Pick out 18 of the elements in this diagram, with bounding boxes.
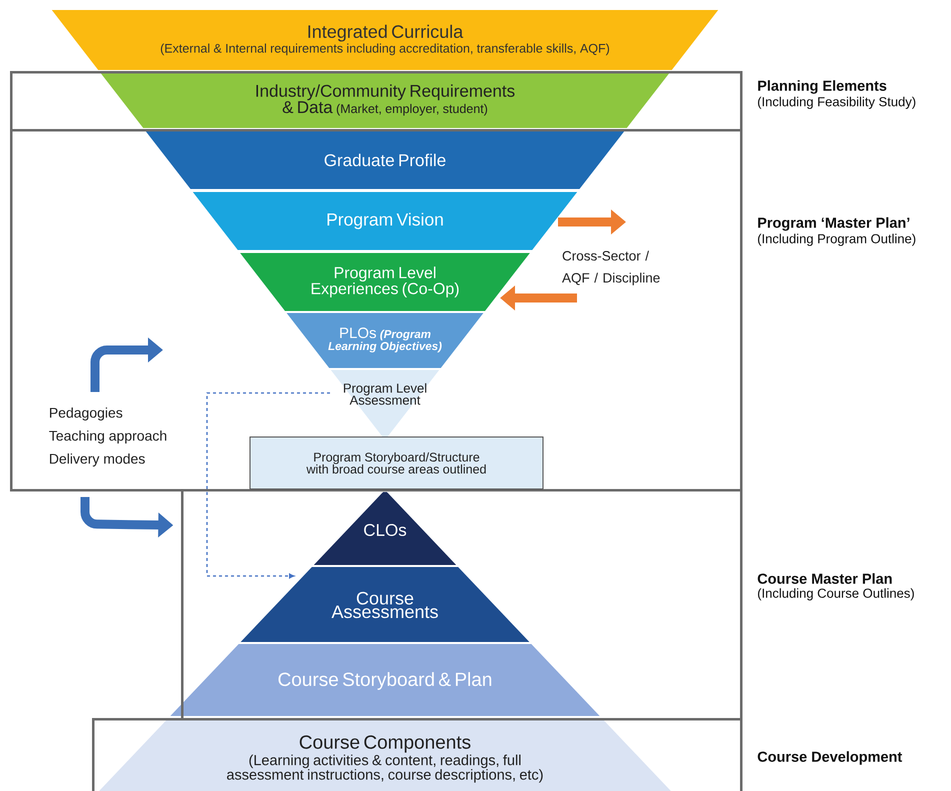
funnel-band: Integrated Curricula (External & Internal requirements including accreditation, transferable skills, AQF) — [52, 10, 718, 70]
pyramid-band: Course Assessments — [240, 567, 530, 642]
pyramid-band: CLOs — [314, 492, 456, 565]
section-label: Course Development — [758, 751, 902, 765]
funnel-band: PLOs (Program Learning Objectives) — [286, 313, 484, 368]
funnel-band: Program Level Experiences (Co-Op) — [240, 253, 530, 311]
side-note: Cross-Sector / AQF / Discipline — [562, 250, 660, 286]
section-label: Planning Elements (Including Feasibility Study) — [758, 80, 916, 109]
funnel-tip: Program Level Assessment — [330, 370, 440, 440]
section-label: Course Master Plan (Including Course Outlines) — [758, 573, 914, 600]
pyramid-band: Course Components (Learning activities & content, readings, full assessment instructions, course descriptions, etc) — [86, 720, 684, 791]
section-label: Program ‘Master Plan’ (Including Program Outline) — [758, 217, 916, 246]
funnel-band: Program Vision — [192, 192, 578, 250]
funnel-band: Industry/Community Requirements & Data (Market, employer, student) — [100, 72, 670, 128]
funnel-band: Graduate Profile — [146, 131, 624, 189]
side-note: Pedagogies Teaching approach Delivery modes — [49, 407, 166, 467]
pyramid-band: Course Storyboard & Plan — [170, 644, 600, 716]
dashed-arrow — [206, 392, 330, 578]
